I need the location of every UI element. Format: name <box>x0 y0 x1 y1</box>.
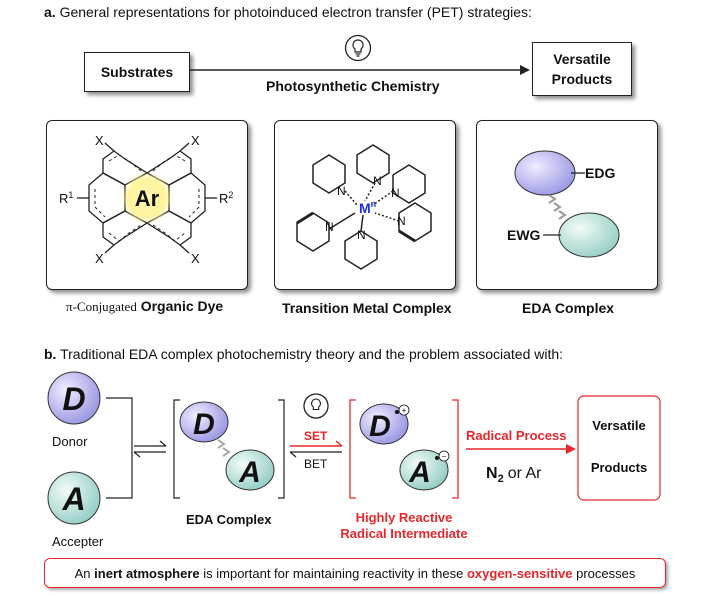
n-label: N <box>373 174 382 188</box>
acceptor-blob <box>558 212 620 258</box>
substrates-label: Substrates <box>100 64 174 80</box>
section-b-title: Traditional EDA complex photochemistry t… <box>60 346 564 362</box>
n-label: N <box>337 184 346 198</box>
n-label: N <box>325 220 334 234</box>
x-label: X <box>95 133 104 148</box>
radical-process-label: Radical Process <box>466 428 566 443</box>
section-b-heading: b. Traditional EDA complex photochemistr… <box>44 346 563 362</box>
n-label: N <box>397 214 406 228</box>
r1-label: R1 <box>59 190 73 206</box>
products-box-a: Versatile Products <box>532 42 632 96</box>
set-label: SET <box>304 429 328 443</box>
svg-text:−: − <box>442 452 447 461</box>
n-label: N <box>391 186 400 200</box>
bet-label: BET <box>304 457 328 471</box>
section-b-letter: b. <box>44 346 57 362</box>
complex-caption: EDA Complex <box>186 512 272 527</box>
atmosphere-label: N2 or Ar <box>486 465 542 485</box>
radical-caption-line1: Highly Reactive <box>356 510 453 525</box>
note-box: An inert atmosphere is important for mai… <box>44 558 666 588</box>
metal-label: Mn <box>359 199 376 216</box>
pi-conjugated-label: π-Conjugated <box>66 299 137 314</box>
r2-label: R2 <box>219 190 233 206</box>
n-label: N <box>357 228 366 242</box>
panel1-caption: π-Conjugated Organic Dye <box>66 298 223 315</box>
section-a-title: General representations for photoinduced… <box>59 4 532 20</box>
ar-glow <box>121 172 173 224</box>
svg-text:+: + <box>402 406 407 415</box>
metal-sup: n <box>371 199 377 209</box>
scheme-b: D Donor A Accepter D A SET BET D + A − R… <box>47 371 661 549</box>
organic-dye-label: Organic Dye <box>140 298 224 314</box>
r1-sup: 1 <box>68 190 73 200</box>
atmosphere-n: N <box>486 465 498 482</box>
panel-organic-dye: Ar X X X X R1 R2 <box>46 120 248 290</box>
complex-acceptor-letter: A <box>238 456 261 489</box>
section-a-heading: a. General representations for photoindu… <box>44 4 532 20</box>
panel2-caption: Transition Metal Complex <box>282 300 452 316</box>
eda-structure: EDG EWG <box>507 150 620 258</box>
radical-donor <box>359 403 409 445</box>
radical-acceptor <box>399 449 449 491</box>
panel-eda-complex: EDG EWG <box>476 120 658 290</box>
metal-complex-structure: Mn N N N N N N <box>296 144 432 270</box>
donor-label: Donor <box>52 434 88 449</box>
note-mid: is important for maintaining reactivity … <box>199 565 467 581</box>
products-b-line1: Versatile <box>592 418 646 433</box>
acceptor-letter: A <box>61 481 85 517</box>
x-label: X <box>191 251 200 266</box>
ewg-label: EWG <box>507 227 541 243</box>
radical-caption-line2: Radical Intermediate <box>340 526 467 541</box>
arrow-a <box>190 65 530 75</box>
ar-label: Ar <box>135 186 160 211</box>
products-b-line2: Products <box>591 460 647 475</box>
products-a-line1: Versatile <box>553 51 611 67</box>
panel3-caption: EDA Complex <box>522 300 615 316</box>
pyrene-structure: Ar X X X X R1 R2 <box>59 133 233 266</box>
atmosphere-sub: 2 <box>498 473 504 485</box>
complex-acceptor <box>225 449 275 491</box>
donor-blob <box>514 150 576 196</box>
substrates-box: Substrates <box>84 52 190 92</box>
x-label: X <box>95 251 104 266</box>
r2-letter: R <box>219 191 228 206</box>
radical-acceptor-letter: A <box>408 456 431 489</box>
donor-letter: D <box>62 381 85 417</box>
r2-sup: 2 <box>228 190 233 200</box>
note-bold: inert atmosphere <box>94 565 200 581</box>
acceptor-circle <box>47 471 101 525</box>
products-a-line2: Products <box>551 71 613 87</box>
complex-donor <box>179 401 229 443</box>
section-a-letter: a. <box>44 4 56 20</box>
radical-donor-letter: D <box>369 410 391 443</box>
acceptor-label: Accepter <box>52 534 104 549</box>
donor-circle <box>47 371 101 425</box>
lightbulb-icon <box>344 34 372 62</box>
note-pre: An <box>74 565 95 581</box>
arrow-a-label: Photosynthetic Chemistry <box>266 78 440 94</box>
edg-label: EDG <box>585 165 615 181</box>
atmosphere-rest: or Ar <box>508 465 542 482</box>
lightbulb-icon <box>303 393 329 419</box>
metal-letter: M <box>359 200 371 216</box>
x-label: X <box>191 133 200 148</box>
panel-metal-complex: Mn N N N N N N <box>274 120 456 290</box>
complex-donor-letter: D <box>193 408 215 441</box>
note-red: oxygen-sensitive <box>466 565 573 581</box>
r1-letter: R <box>59 191 68 206</box>
note-post: processes <box>572 565 636 581</box>
